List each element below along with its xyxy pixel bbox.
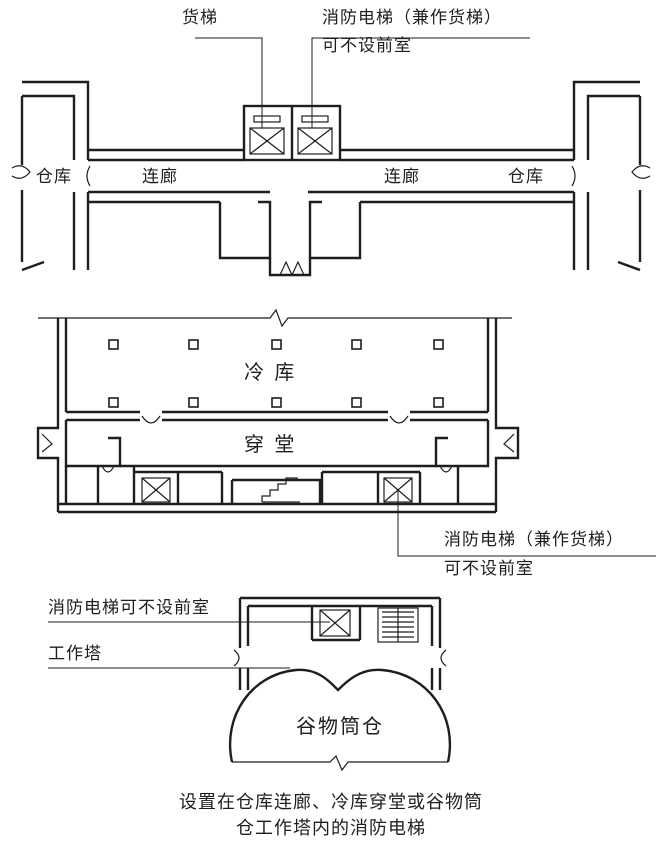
- tower-fire-elevator: [319, 609, 351, 637]
- tower-stair: [377, 607, 419, 643]
- work-tower-label: 工作塔: [48, 644, 102, 664]
- top-break-line: [38, 308, 512, 328]
- caption-line2: 仓工作塔内的消防电梯: [236, 818, 426, 839]
- column-row-upper: [108, 339, 444, 350]
- silo-break-line: [232, 754, 448, 772]
- tower-walls: [238, 596, 442, 690]
- corridor-right-label: 连廊: [384, 167, 420, 187]
- hall-left-side: [36, 420, 122, 512]
- hall-rooms: [64, 466, 460, 504]
- cold-storage-label: 冷 库: [244, 360, 297, 384]
- warehouse-corridor-plan: [11, 37, 651, 277]
- cold-fire-elevator-label-line1: 消防电梯（兼作货梯）: [444, 530, 624, 550]
- cold-elevator-left: [141, 477, 171, 503]
- hall-lower-wall: [58, 464, 496, 514]
- cold-fire-elevator-leader: [397, 490, 656, 557]
- tower-door-right: [440, 649, 447, 667]
- lobby-door: [279, 260, 305, 276]
- cold-door-right: [389, 415, 409, 424]
- tower-door-left: [233, 649, 240, 667]
- corridor-lobby: [268, 258, 312, 277]
- left-warehouse-wall: [20, 80, 90, 272]
- right-door-mark: [571, 165, 576, 187]
- stair: [261, 477, 300, 503]
- cold-storage-lower-wall: [66, 410, 488, 422]
- freight-elevator-label: 货梯: [182, 8, 218, 28]
- hall-right-side: [434, 420, 520, 512]
- cold-storage-plan: [36, 308, 656, 557]
- right-break-mark: [631, 165, 651, 179]
- fire-elevator-label-line1: 消防电梯（兼作货梯）: [322, 8, 502, 28]
- warehouse-left-label: 仓库: [36, 167, 72, 187]
- cold-storage-outer-wall: [56, 318, 498, 420]
- grain-silo-shape: [229, 668, 452, 763]
- freight-elevator-car: [249, 115, 285, 155]
- left-door-mark: [86, 165, 91, 187]
- corridor-bottom-wall: [88, 190, 574, 260]
- hall-right-door: [503, 433, 515, 453]
- column-row-lower: [108, 397, 444, 408]
- grain-silo-plan: [48, 596, 452, 772]
- cold-door-left: [141, 415, 161, 424]
- caption-line1: 设置在仓库连廊、冷库穿堂或谷物筒: [179, 792, 483, 813]
- warehouse-right-label: 仓库: [508, 167, 544, 187]
- right-warehouse-wall: [572, 80, 642, 272]
- fire-elevator-label-line2: 可不设前室: [322, 36, 412, 56]
- left-break-mark: [11, 165, 31, 179]
- hall-room-door-left: [101, 465, 115, 473]
- silo-fire-elevator-label: 消防电梯可不设前室: [48, 598, 210, 618]
- corridor-left-label: 连廊: [142, 167, 178, 187]
- grain-silo-label: 谷物筒仓: [296, 714, 384, 738]
- hall-room-door-right: [439, 465, 453, 473]
- fire-elevator-leader: [311, 37, 530, 128]
- freight-elevator-leader: [195, 37, 263, 128]
- passage-hall-label: 穿 堂: [244, 432, 297, 456]
- fire-elevator-car: [297, 115, 333, 155]
- cold-fire-elevator-label-line2: 可不设前室: [444, 559, 534, 579]
- corridor-top-wall: [88, 148, 574, 162]
- hall-left-door: [41, 433, 53, 453]
